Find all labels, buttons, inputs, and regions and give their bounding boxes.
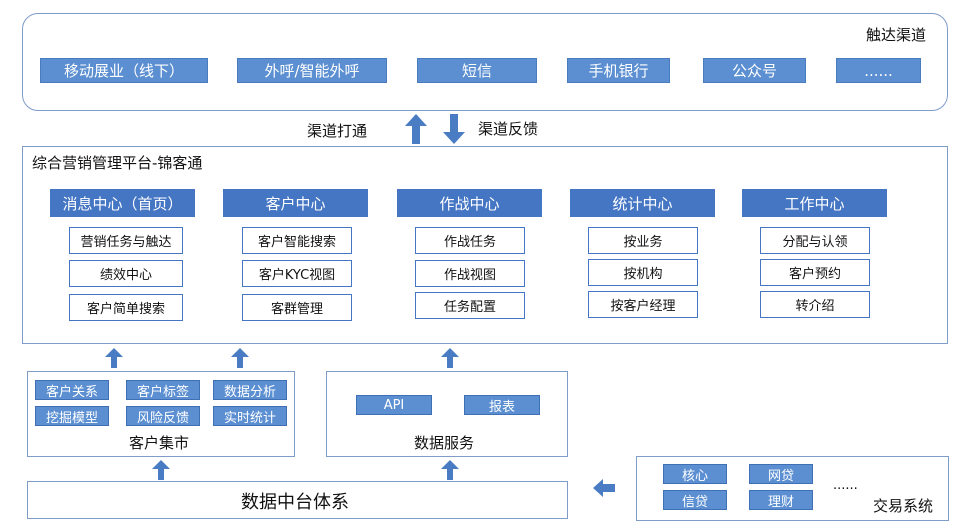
- service-chip: 报表: [464, 395, 540, 415]
- up-arrow-icon: [405, 114, 427, 144]
- customer-market-title: 客户集市: [129, 434, 190, 452]
- center-item: 作战任务: [415, 227, 525, 254]
- service-chip: API: [356, 395, 432, 415]
- down-arrow-icon: [443, 114, 465, 144]
- center-item: 客户智能搜索: [242, 227, 352, 254]
- trading-title: 交易系统: [873, 497, 934, 515]
- platform-title: 综合营销管理平台-锦客通: [32, 154, 203, 172]
- trading-chip: 网贷: [749, 464, 813, 484]
- up-arrow-icon: [231, 348, 249, 368]
- trading-more: ......: [833, 478, 858, 493]
- market-chip: 客户标签: [126, 380, 200, 400]
- data-service-title: 数据服务: [414, 434, 475, 452]
- center-item: 绩效中心: [69, 260, 183, 287]
- center-item: 按机构: [588, 259, 698, 286]
- center-item: 分配与认领: [760, 227, 870, 254]
- center-item: 作战视图: [415, 260, 525, 287]
- center-combat: 作战中心: [397, 189, 542, 217]
- up-arrow-icon: [152, 460, 170, 480]
- left-arrow-icon: [593, 479, 615, 497]
- center-item: 客群管理: [242, 294, 352, 321]
- market-chip: 客户关系: [35, 380, 109, 400]
- connect-label: 渠道打通: [307, 122, 368, 140]
- center-work: 工作中心: [742, 189, 887, 217]
- market-chip: 数据分析: [213, 380, 287, 400]
- market-chip: 挖掘模型: [35, 406, 109, 426]
- center-item: 客户简单搜索: [69, 294, 183, 321]
- channel-wechat: 公众号: [703, 58, 806, 83]
- center-item: 转介绍: [760, 291, 870, 318]
- channel-mobile: 移动展业（线下）: [40, 58, 208, 83]
- center-item: 营销任务与触达: [69, 227, 183, 254]
- data-platform-title: 数据中台体系: [241, 492, 349, 513]
- center-message: 消息中心（首页）: [50, 189, 195, 217]
- data-platform-panel: [27, 481, 568, 519]
- feedback-label: 渠道反馈: [478, 120, 539, 138]
- center-item: 客户KYC视图: [242, 260, 352, 287]
- trading-chip: 信贷: [663, 490, 727, 510]
- up-arrow-icon: [105, 348, 123, 368]
- center-customer: 客户中心: [223, 189, 368, 217]
- trading-chip: 核心: [663, 464, 727, 484]
- center-item: 客户预约: [760, 259, 870, 286]
- channel-sms: 短信: [417, 58, 537, 83]
- market-chip: 风险反馈: [126, 406, 200, 426]
- channel-call: 外呼/智能外呼: [237, 58, 387, 83]
- center-stats: 统计中心: [570, 189, 715, 217]
- center-item: 任务配置: [415, 292, 525, 319]
- center-item: 按业务: [588, 227, 698, 254]
- up-arrow-icon: [441, 348, 459, 368]
- channel-mobile-bank: 手机银行: [567, 58, 670, 83]
- channel-more: ......: [836, 58, 921, 83]
- market-chip: 实时统计: [213, 406, 287, 426]
- channels-title: 触达渠道: [866, 26, 927, 44]
- up-arrow-icon: [441, 460, 459, 480]
- center-item: 按客户经理: [588, 291, 698, 318]
- trading-chip: 理财: [749, 490, 813, 510]
